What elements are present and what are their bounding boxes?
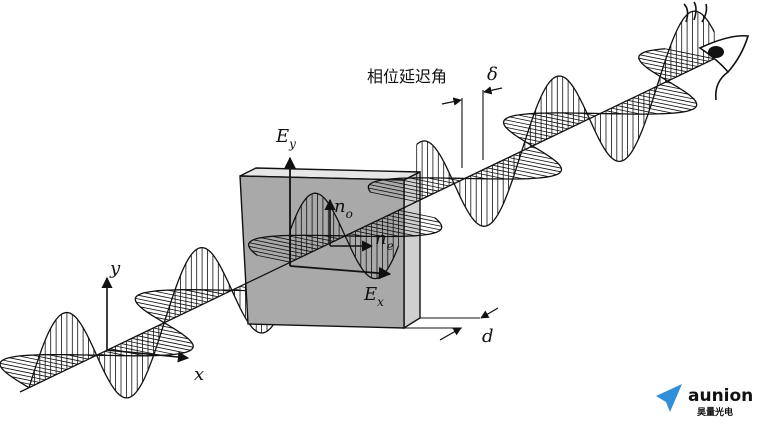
ey-label-main: E — [275, 126, 289, 147]
wave-hatch-horizontal — [649, 90, 694, 99]
aunion-logo-name: aunion — [688, 386, 753, 406]
ey-label-sub: y — [288, 137, 296, 151]
wave-outline-vertical — [417, 11, 715, 226]
aunion-logo-tagline: 昊量光电 — [697, 406, 733, 418]
wave-hatch-horizontal — [132, 338, 191, 350]
wave-hatch-horizontal — [617, 106, 658, 114]
x-axis-label: x — [194, 364, 204, 385]
delta-arrow-1 — [442, 100, 461, 104]
y-axis-label: y — [109, 258, 121, 279]
aunion-logo: aunion 昊量光电 — [656, 384, 753, 418]
wave-hatch-horizontal — [645, 52, 704, 64]
no-label-main: n — [334, 196, 346, 217]
wave-hatch-horizontal — [138, 295, 197, 307]
delta-symbol: δ — [487, 64, 498, 85]
thickness-arrow-1 — [440, 328, 461, 340]
eye-icon — [684, 2, 748, 100]
ne-label-main: n — [375, 228, 387, 249]
thickness-label: d — [482, 326, 494, 347]
ne-label-sub: e — [387, 239, 394, 253]
no-label-sub: o — [346, 207, 353, 221]
wave-hatch-horizontal — [482, 170, 523, 178]
wave-hatch-horizontal — [514, 155, 559, 164]
wave-hatch-horizontal — [168, 290, 213, 299]
wave-hatch-horizontal — [638, 95, 696, 107]
wave-hatch-horizontal — [3, 360, 62, 372]
delta-arrow-2 — [484, 88, 502, 92]
wave-hatch-horizontal — [498, 163, 557, 175]
ex-label-sub: x — [377, 295, 384, 309]
ey-label: Ey — [275, 126, 296, 151]
wave-hatch-horizontal — [510, 117, 569, 129]
ex-label-main: E — [363, 284, 377, 305]
propagation-axis — [20, 44, 745, 392]
aunion-logo-icon — [656, 384, 682, 412]
wave-hatch-horizontal — [633, 98, 692, 110]
thickness-arrow-2 — [481, 308, 498, 318]
wave-hatch-horizontal — [32, 355, 77, 364]
wave-hatch-horizontal — [545, 113, 584, 121]
retardation-label: 相位延迟角 — [367, 67, 447, 86]
